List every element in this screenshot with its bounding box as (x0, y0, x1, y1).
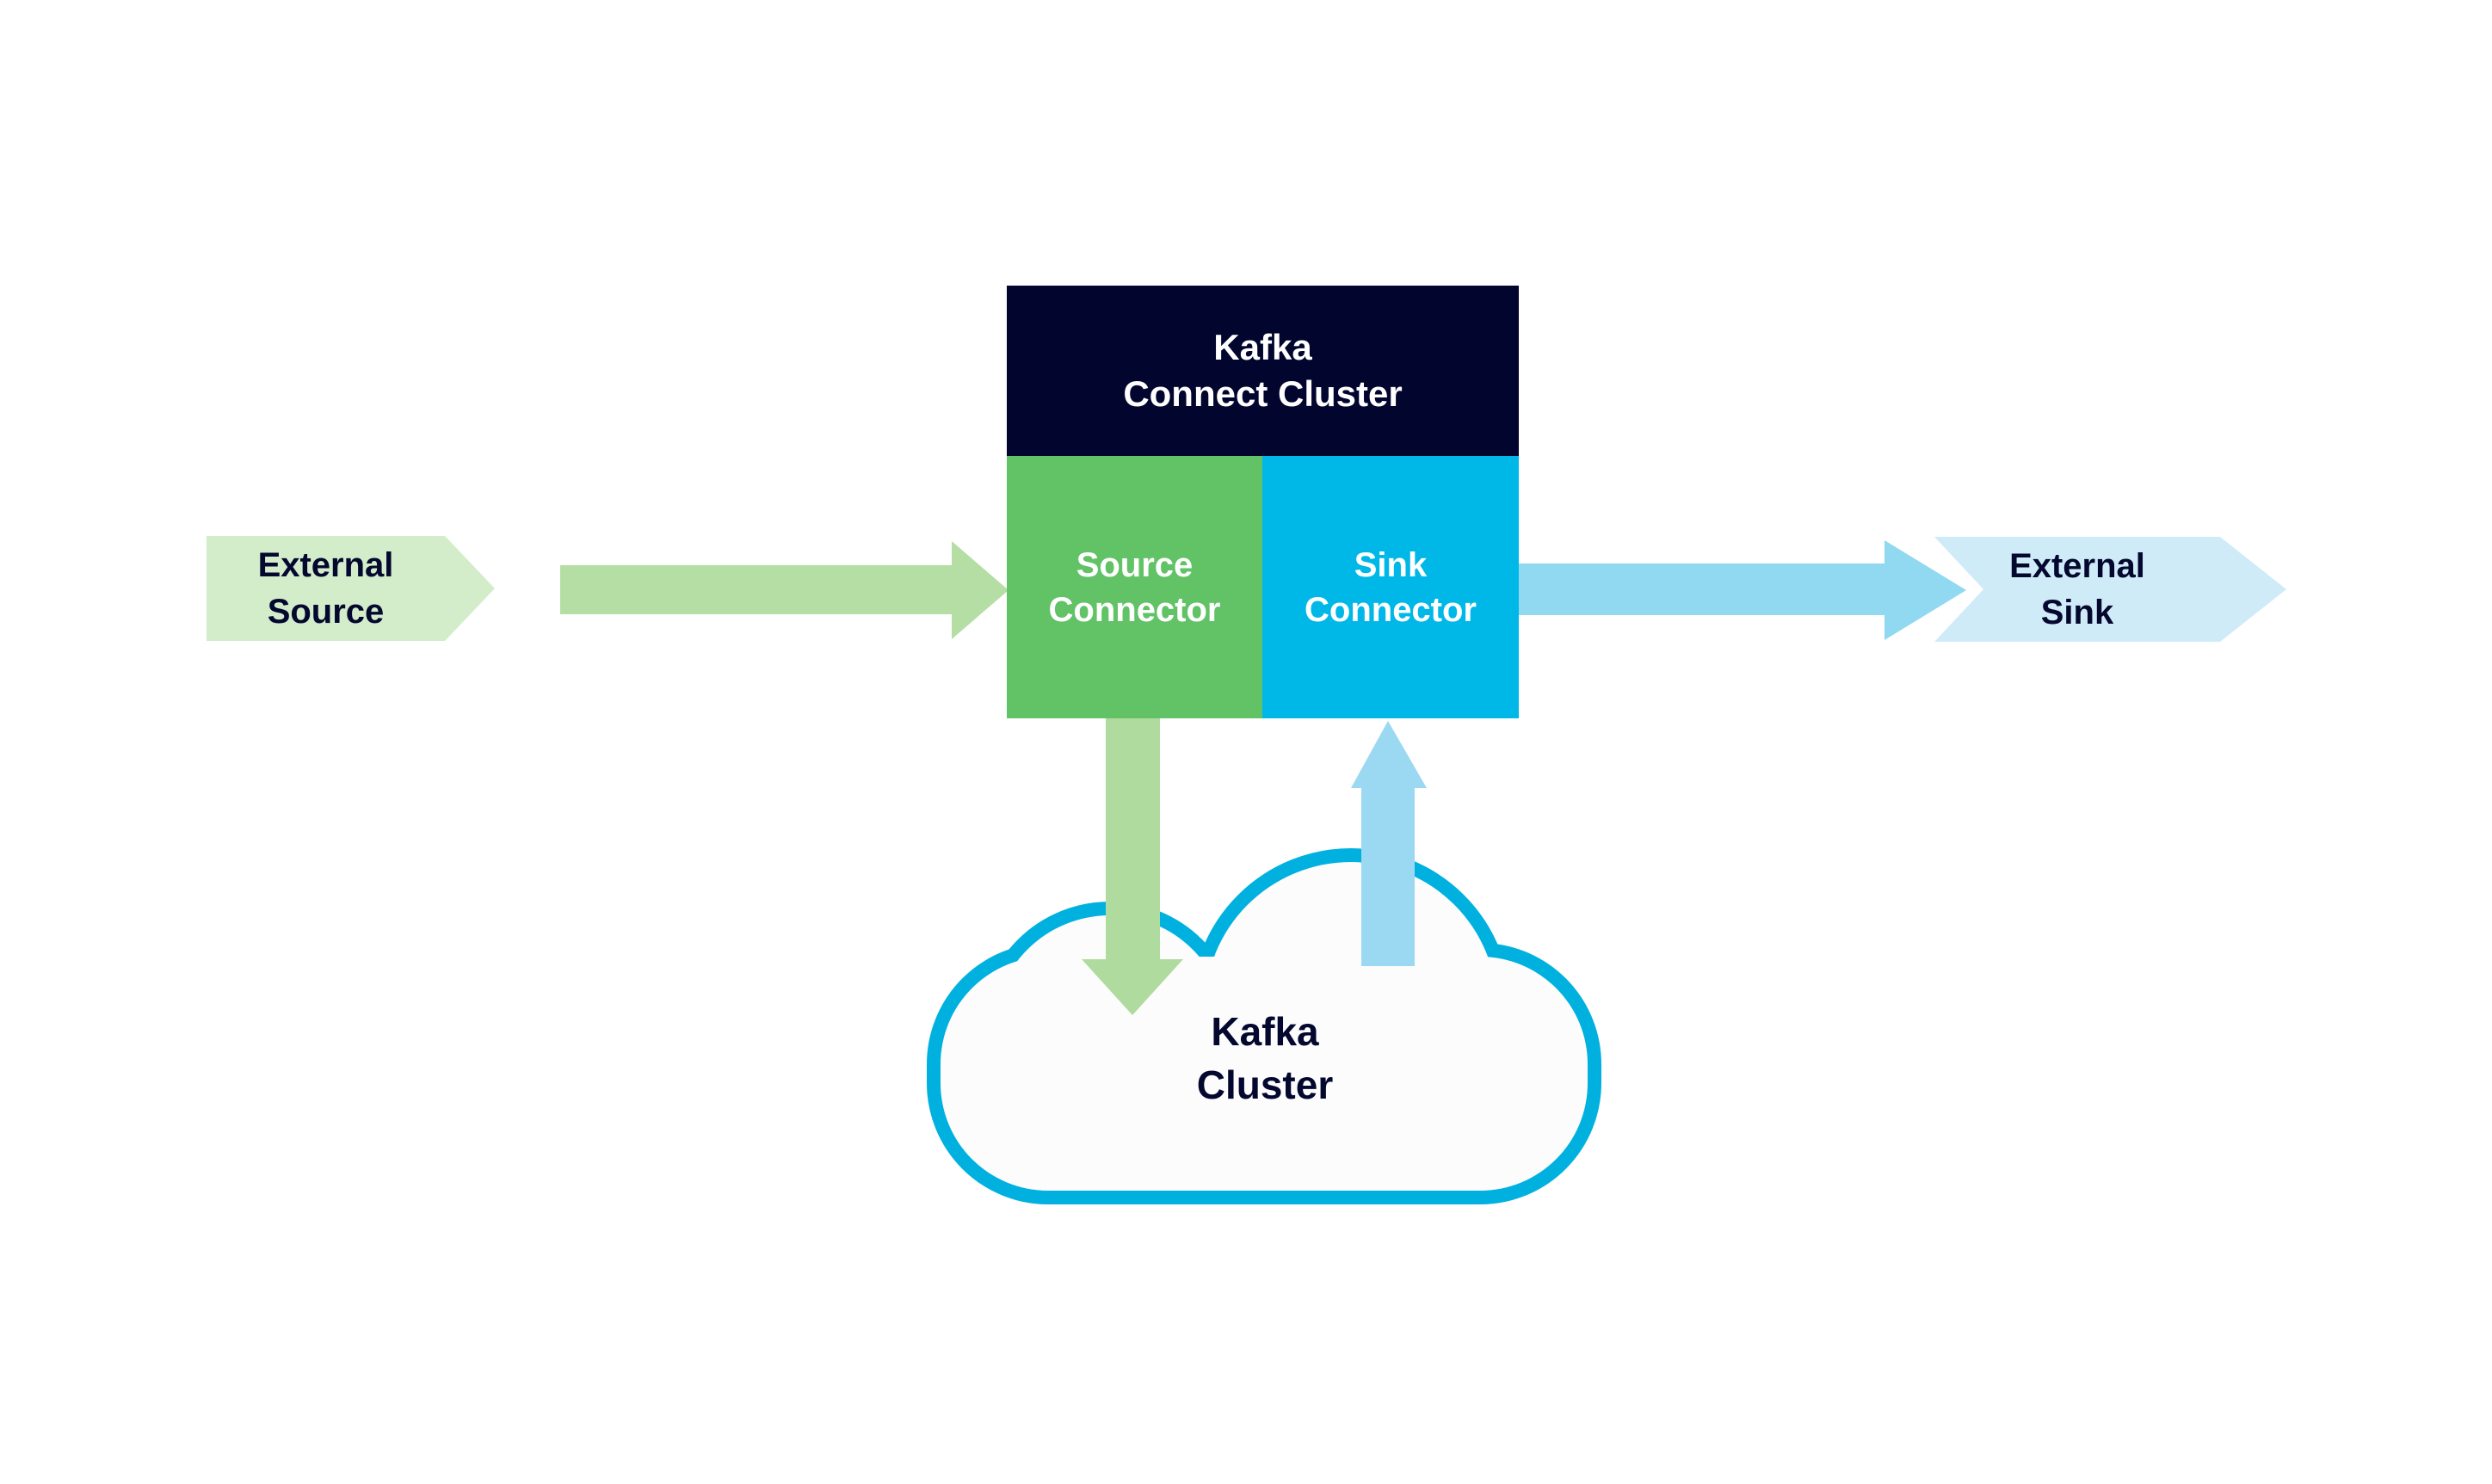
source-connector-cell (1007, 456, 1262, 718)
external-source-to-source-connector-arrow (560, 541, 1009, 639)
external-source-shape (207, 536, 495, 641)
external-sink-shape (1934, 537, 2286, 642)
kafka-cluster-cloud (927, 848, 1601, 1204)
sink-connector-cell (1262, 456, 1519, 718)
sink-connector-to-external-sink-arrow (1519, 540, 1966, 640)
kafka-cluster-to-sink-connector-arrow (1351, 721, 1427, 966)
source-connector-to-kafka-cluster-arrow (1082, 718, 1183, 1015)
kafka-connect-cluster-header (1007, 286, 1519, 456)
